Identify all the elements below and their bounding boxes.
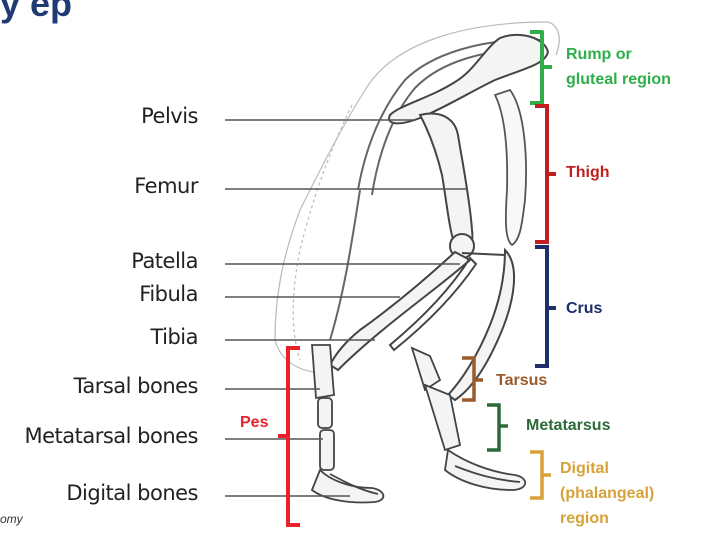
tibia-rear xyxy=(446,247,516,402)
tarsus-bracket xyxy=(462,356,483,402)
crus-bracket xyxy=(535,245,556,368)
label-tarsus: Tarsus xyxy=(496,372,548,389)
rump-bracket xyxy=(530,30,552,105)
digital-line1: Digital xyxy=(560,460,609,477)
caption-fragment: omy xyxy=(0,512,23,526)
label-rump-region: Rump or gluteal region xyxy=(566,42,671,92)
label-patella: Patella xyxy=(131,249,198,273)
digital-bracket xyxy=(530,450,551,500)
label-tarsal-bones: Tarsal bones xyxy=(73,374,198,398)
digital-line3: region xyxy=(560,510,609,527)
label-metatarsus: Metatarsus xyxy=(526,417,611,434)
metatarsus-bracket xyxy=(487,403,508,452)
rump-line2: gluteal region xyxy=(566,71,671,88)
femur-bone xyxy=(418,112,475,259)
label-tibia: Tibia xyxy=(150,325,198,349)
title-fragment: y ep xyxy=(0,0,73,24)
leader-lines xyxy=(225,119,468,497)
label-digital-region: Digital (phalangeal) region xyxy=(560,456,654,531)
femur-rear xyxy=(493,88,527,247)
label-femur: Femur xyxy=(134,174,198,198)
rear-pes xyxy=(410,346,527,491)
label-pelvis: Pelvis xyxy=(141,104,198,128)
pelvis-bone xyxy=(388,33,550,125)
label-digital-bones: Digital bones xyxy=(66,481,198,505)
label-fibula: Fibula xyxy=(139,282,198,306)
label-metatarsal-bones: Metatarsal bones xyxy=(24,424,198,448)
pes-bracket xyxy=(278,346,300,527)
digital-line2: (phalangeal) xyxy=(560,485,655,502)
rump-line1: Rump or xyxy=(566,46,632,63)
label-thigh: Thigh xyxy=(566,164,610,181)
label-pes: Pes xyxy=(240,414,269,431)
body-outline xyxy=(274,21,560,373)
label-crus: Crus xyxy=(566,300,603,317)
front-pes xyxy=(310,344,385,504)
thigh-bracket xyxy=(535,104,556,244)
